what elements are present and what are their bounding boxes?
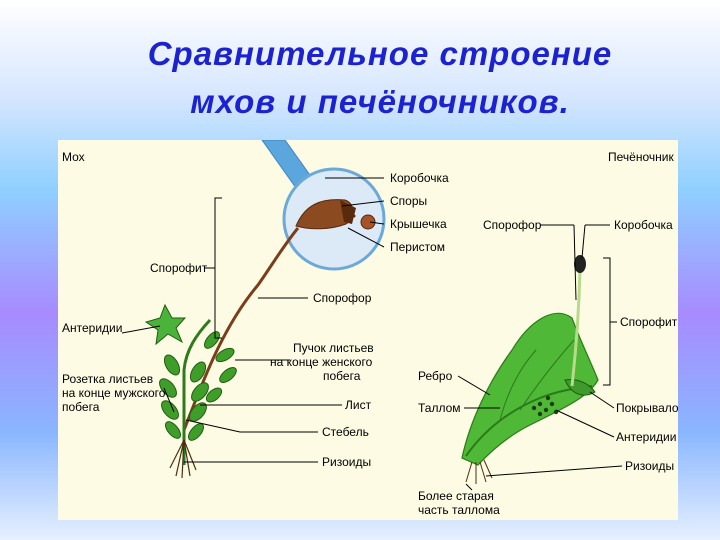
moss-label-rosette-1: Розетка листьев [62, 372, 153, 386]
moss-label-sporophore: Спорофор [313, 291, 372, 305]
moss-label-lid: Крышечка [390, 217, 447, 231]
liverwort-label-antheridia: Антеридии [616, 430, 676, 444]
liverwort-label-rhizoids: Ризоиды [625, 459, 674, 473]
liverwort-label-old-thallus-2: часть таллома [418, 503, 500, 517]
moss-label-rosette-3: побега [62, 400, 100, 414]
diagram-panel: Мох Спорофит [58, 139, 679, 520]
slide-title-line-1: Сравнительное строение [147, 35, 613, 72]
liverwort-label-sporophyte: Спорофит [620, 315, 678, 329]
moss-label-leaf-tuft-3: побега [323, 369, 361, 383]
liverwort-label-capsule: Коробочка [614, 218, 673, 232]
liverwort-label-cover: Покрывало [616, 401, 678, 415]
liverwort-leader-lines [457, 224, 623, 491]
liverwort-label-old-thallus-1: Более старая [418, 489, 494, 503]
liverwort-rhizoids [465, 459, 493, 484]
moss-label-leaf-tuft-2: на конце женского [270, 355, 373, 369]
moss-leaves [159, 331, 237, 441]
diagram: Мох Спорофит [62, 139, 679, 517]
moss-label-sporophyte: Спорофит [150, 261, 208, 275]
moss-lid [360, 214, 376, 230]
liverwort-label-rib: Ребро [418, 369, 453, 383]
liverwort-label-thallus: Таллом [418, 401, 461, 415]
liverwort-heading: Печёночник [608, 150, 674, 164]
moss-label-leaf: Лист [345, 398, 372, 412]
moss-label-peristome: Перистом [390, 240, 445, 254]
moss-sporophyte-bracket [214, 197, 222, 339]
moss-label-rhizoids: Ризоиды [322, 455, 371, 469]
moss-label-spores: Споры [390, 194, 427, 208]
moss-label-capsule: Коробочка [390, 171, 449, 185]
moss-leader-lines [121, 177, 385, 463]
liverwort-antheridia [531, 395, 559, 417]
liverwort-sporophyte-bracket [603, 257, 611, 386]
moss-label-antheridia: Антеридии [62, 321, 122, 335]
liverwort-capsule [574, 255, 586, 273]
moss-heading: Мох [62, 150, 85, 164]
moss-label-stem: Стебель [322, 425, 369, 439]
moss-male-rosette [144, 303, 187, 346]
liverwort-sporophore [570, 269, 582, 387]
moss-label-leaf-tuft-1: Пучок листьев [293, 341, 374, 355]
moss-label-rosette-2: на конце мужского [62, 386, 166, 400]
liverwort-label-sporophore: Спорофор [483, 218, 542, 232]
moss-rhizoids [169, 439, 197, 479]
slide-title-line-2: мхов и печёночников. [190, 83, 570, 120]
moss-stem [182, 318, 212, 465]
